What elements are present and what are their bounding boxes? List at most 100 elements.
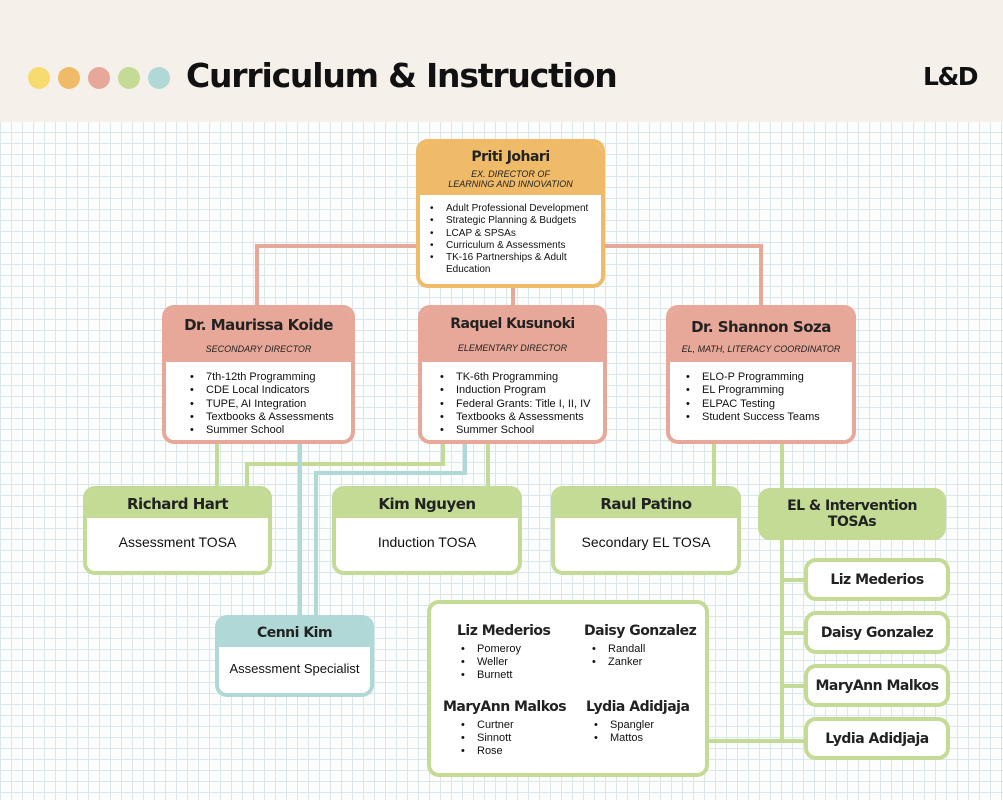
el-member-name: Daisy Gonzalez: [820, 624, 934, 641]
el-member-box: Liz Mederios: [804, 558, 950, 601]
specialist-name: Cenni Kim: [256, 625, 333, 641]
manager-duties: 7th-12th Programming CDE Local Indicator…: [166, 362, 351, 438]
duty-item: Student Success Teams: [686, 411, 848, 425]
tosa-box-secondary-el: Raul Patino Secondary EL TOSA: [551, 486, 741, 575]
tosa-role: Secondary EL TOSA: [581, 534, 711, 550]
school-item: Zanker: [592, 656, 696, 669]
school-group: MaryAnn Malkos Curtner Sinnott Rose: [443, 699, 567, 758]
duty-item: TK-16 Partnerships & Adult Education: [430, 252, 597, 277]
school-item: Sinnott: [461, 732, 566, 745]
el-group-title-box: EL & Intervention TOSAs: [758, 488, 946, 540]
manager-role: SECONDARY DIRECTOR: [205, 344, 312, 354]
el-member-box: Lydia Adidjaja: [804, 717, 950, 760]
director-name: Priti Johari: [471, 149, 550, 165]
connector-kusunoki-hart: [245, 444, 445, 489]
specialist-header: Cenni Kim: [219, 619, 370, 647]
duty-item: Textbooks & Assessments: [190, 411, 347, 425]
school-item: Randall: [592, 643, 696, 656]
manager-header: Dr. Shannon Soza EL, MATH, LITERACY COOR…: [670, 309, 852, 362]
school-group-name: Lydia Adidjaja: [586, 699, 690, 715]
duty-item: ELPAC Testing: [686, 398, 848, 412]
duty-item: TK-6th Programming: [440, 371, 599, 385]
duty-item: Summer School: [440, 424, 599, 438]
school-list: Randall Zanker: [584, 643, 696, 669]
duty-item: Summer School: [190, 424, 347, 438]
manager-name: Raquel Kusunoki: [450, 316, 575, 332]
dot-yellow: [28, 67, 50, 89]
school-item: Pomeroy: [461, 643, 550, 656]
duty-item: Textbooks & Assessments: [440, 411, 599, 425]
el-member-name: MaryAnn Malkos: [815, 677, 939, 694]
manager-header: Dr. Maurissa Koide SECONDARY DIRECTOR: [166, 309, 351, 362]
tosa-role: Induction TOSA: [377, 534, 477, 550]
school-assignments-box: Liz Mederios Pomeroy Weller Burnett Dais…: [427, 600, 709, 777]
director-box: Priti Johari EX. DIRECTOR OF LEARNING AN…: [416, 139, 605, 288]
duty-item: ELO-P Programming: [686, 371, 848, 385]
tosa-name: Kim Nguyen: [378, 495, 476, 513]
page-title: Curriculum & Instruction: [186, 56, 618, 95]
manager-header: Raquel Kusunoki ELEMENTARY DIRECTOR: [422, 309, 603, 362]
el-member-name: Lydia Adidjaja: [825, 730, 929, 747]
manager-role: ELEMENTARY DIRECTOR: [457, 343, 568, 353]
tosa-header: Kim Nguyen: [336, 490, 518, 518]
tosa-header: Richard Hart: [87, 490, 268, 518]
tosa-box-induction: Kim Nguyen Induction TOSA: [332, 486, 522, 575]
school-item: Weller: [461, 656, 550, 669]
dot-teal: [148, 67, 170, 89]
duty-item: TUPE, AI Integration: [190, 398, 347, 412]
header-bar: Curriculum & Instruction L&D: [0, 0, 1003, 122]
manager-duties: TK-6th Programming Induction Program Fed…: [422, 362, 603, 438]
dot-orange: [58, 67, 80, 89]
duty-item: Adult Professional Development: [430, 203, 597, 216]
duty-item: Federal Grants: Title I, II, IV: [440, 398, 599, 412]
specialist-role: Assessment Specialist: [229, 661, 360, 676]
school-group: Lydia Adidjaja Spangler Mattos: [586, 699, 690, 745]
manager-box-secondary: Dr. Maurissa Koide SECONDARY DIRECTOR 7t…: [162, 305, 355, 444]
school-item: Burnett: [461, 669, 550, 682]
school-group-name: Liz Mederios: [457, 623, 551, 639]
duty-item: Induction Program: [440, 384, 599, 398]
dot-green: [118, 67, 140, 89]
connector-director-right: [603, 244, 763, 308]
school-group: Liz Mederios Pomeroy Weller Burnett: [457, 623, 551, 682]
el-member-box: Daisy Gonzalez: [804, 611, 950, 654]
director-header: Priti Johari EX. DIRECTOR OF LEARNING AN…: [420, 143, 601, 195]
duty-item: 7th-12th Programming: [190, 371, 347, 385]
el-member-box: MaryAnn Malkos: [804, 664, 950, 707]
manager-role: EL, MATH, LITERACY COORDINATOR: [681, 344, 841, 354]
school-list: Pomeroy Weller Burnett: [457, 643, 550, 682]
school-group: Daisy Gonzalez Randall Zanker: [584, 623, 697, 669]
manager-box-elementary: Raquel Kusunoki ELEMENTARY DIRECTOR TK-6…: [418, 305, 607, 444]
manager-duties: ELO-P Programming EL Programming ELPAC T…: [670, 362, 852, 424]
manager-box-coordinator: Dr. Shannon Soza EL, MATH, LITERACY COOR…: [666, 305, 856, 444]
dot-salmon: [88, 67, 110, 89]
duty-item: Strategic Planning & Budgets: [430, 215, 597, 228]
school-item: Curtner: [461, 719, 566, 732]
school-item: Spangler: [594, 719, 689, 732]
school-list: Curtner Sinnott Rose: [443, 719, 566, 758]
tosa-role: Assessment TOSA: [118, 534, 237, 550]
director-role-line2: LEARNING AND INNOVATION: [448, 179, 573, 189]
el-member-name: Liz Mederios: [830, 571, 924, 588]
duty-item: LCAP & SPSAs: [430, 228, 597, 241]
logo: L&D: [923, 62, 978, 91]
school-group-name: Daisy Gonzalez: [584, 623, 697, 639]
director-role-line1: EX. DIRECTOR OF: [471, 169, 550, 179]
duty-item: CDE Local Indicators: [190, 384, 347, 398]
school-group-name: MaryAnn Malkos: [443, 699, 567, 715]
specialist-box: Cenni Kim Assessment Specialist: [215, 615, 374, 697]
connector-kusunoki-kim: [314, 444, 467, 617]
school-item: Mattos: [594, 732, 689, 745]
school-list: Spangler Mattos: [586, 719, 689, 745]
manager-name: Dr. Maurissa Koide: [184, 316, 333, 334]
manager-name: Dr. Shannon Soza: [691, 318, 831, 336]
director-duties: Adult Professional Development Strategic…: [420, 195, 601, 277]
school-item: Rose: [461, 745, 566, 758]
duty-item: EL Programming: [686, 384, 848, 398]
tosa-header: Raul Patino: [555, 490, 737, 518]
tosa-box-assessment: Richard Hart Assessment TOSA: [83, 486, 272, 575]
connector-director-left: [255, 244, 418, 308]
tosa-name: Richard Hart: [127, 495, 229, 513]
